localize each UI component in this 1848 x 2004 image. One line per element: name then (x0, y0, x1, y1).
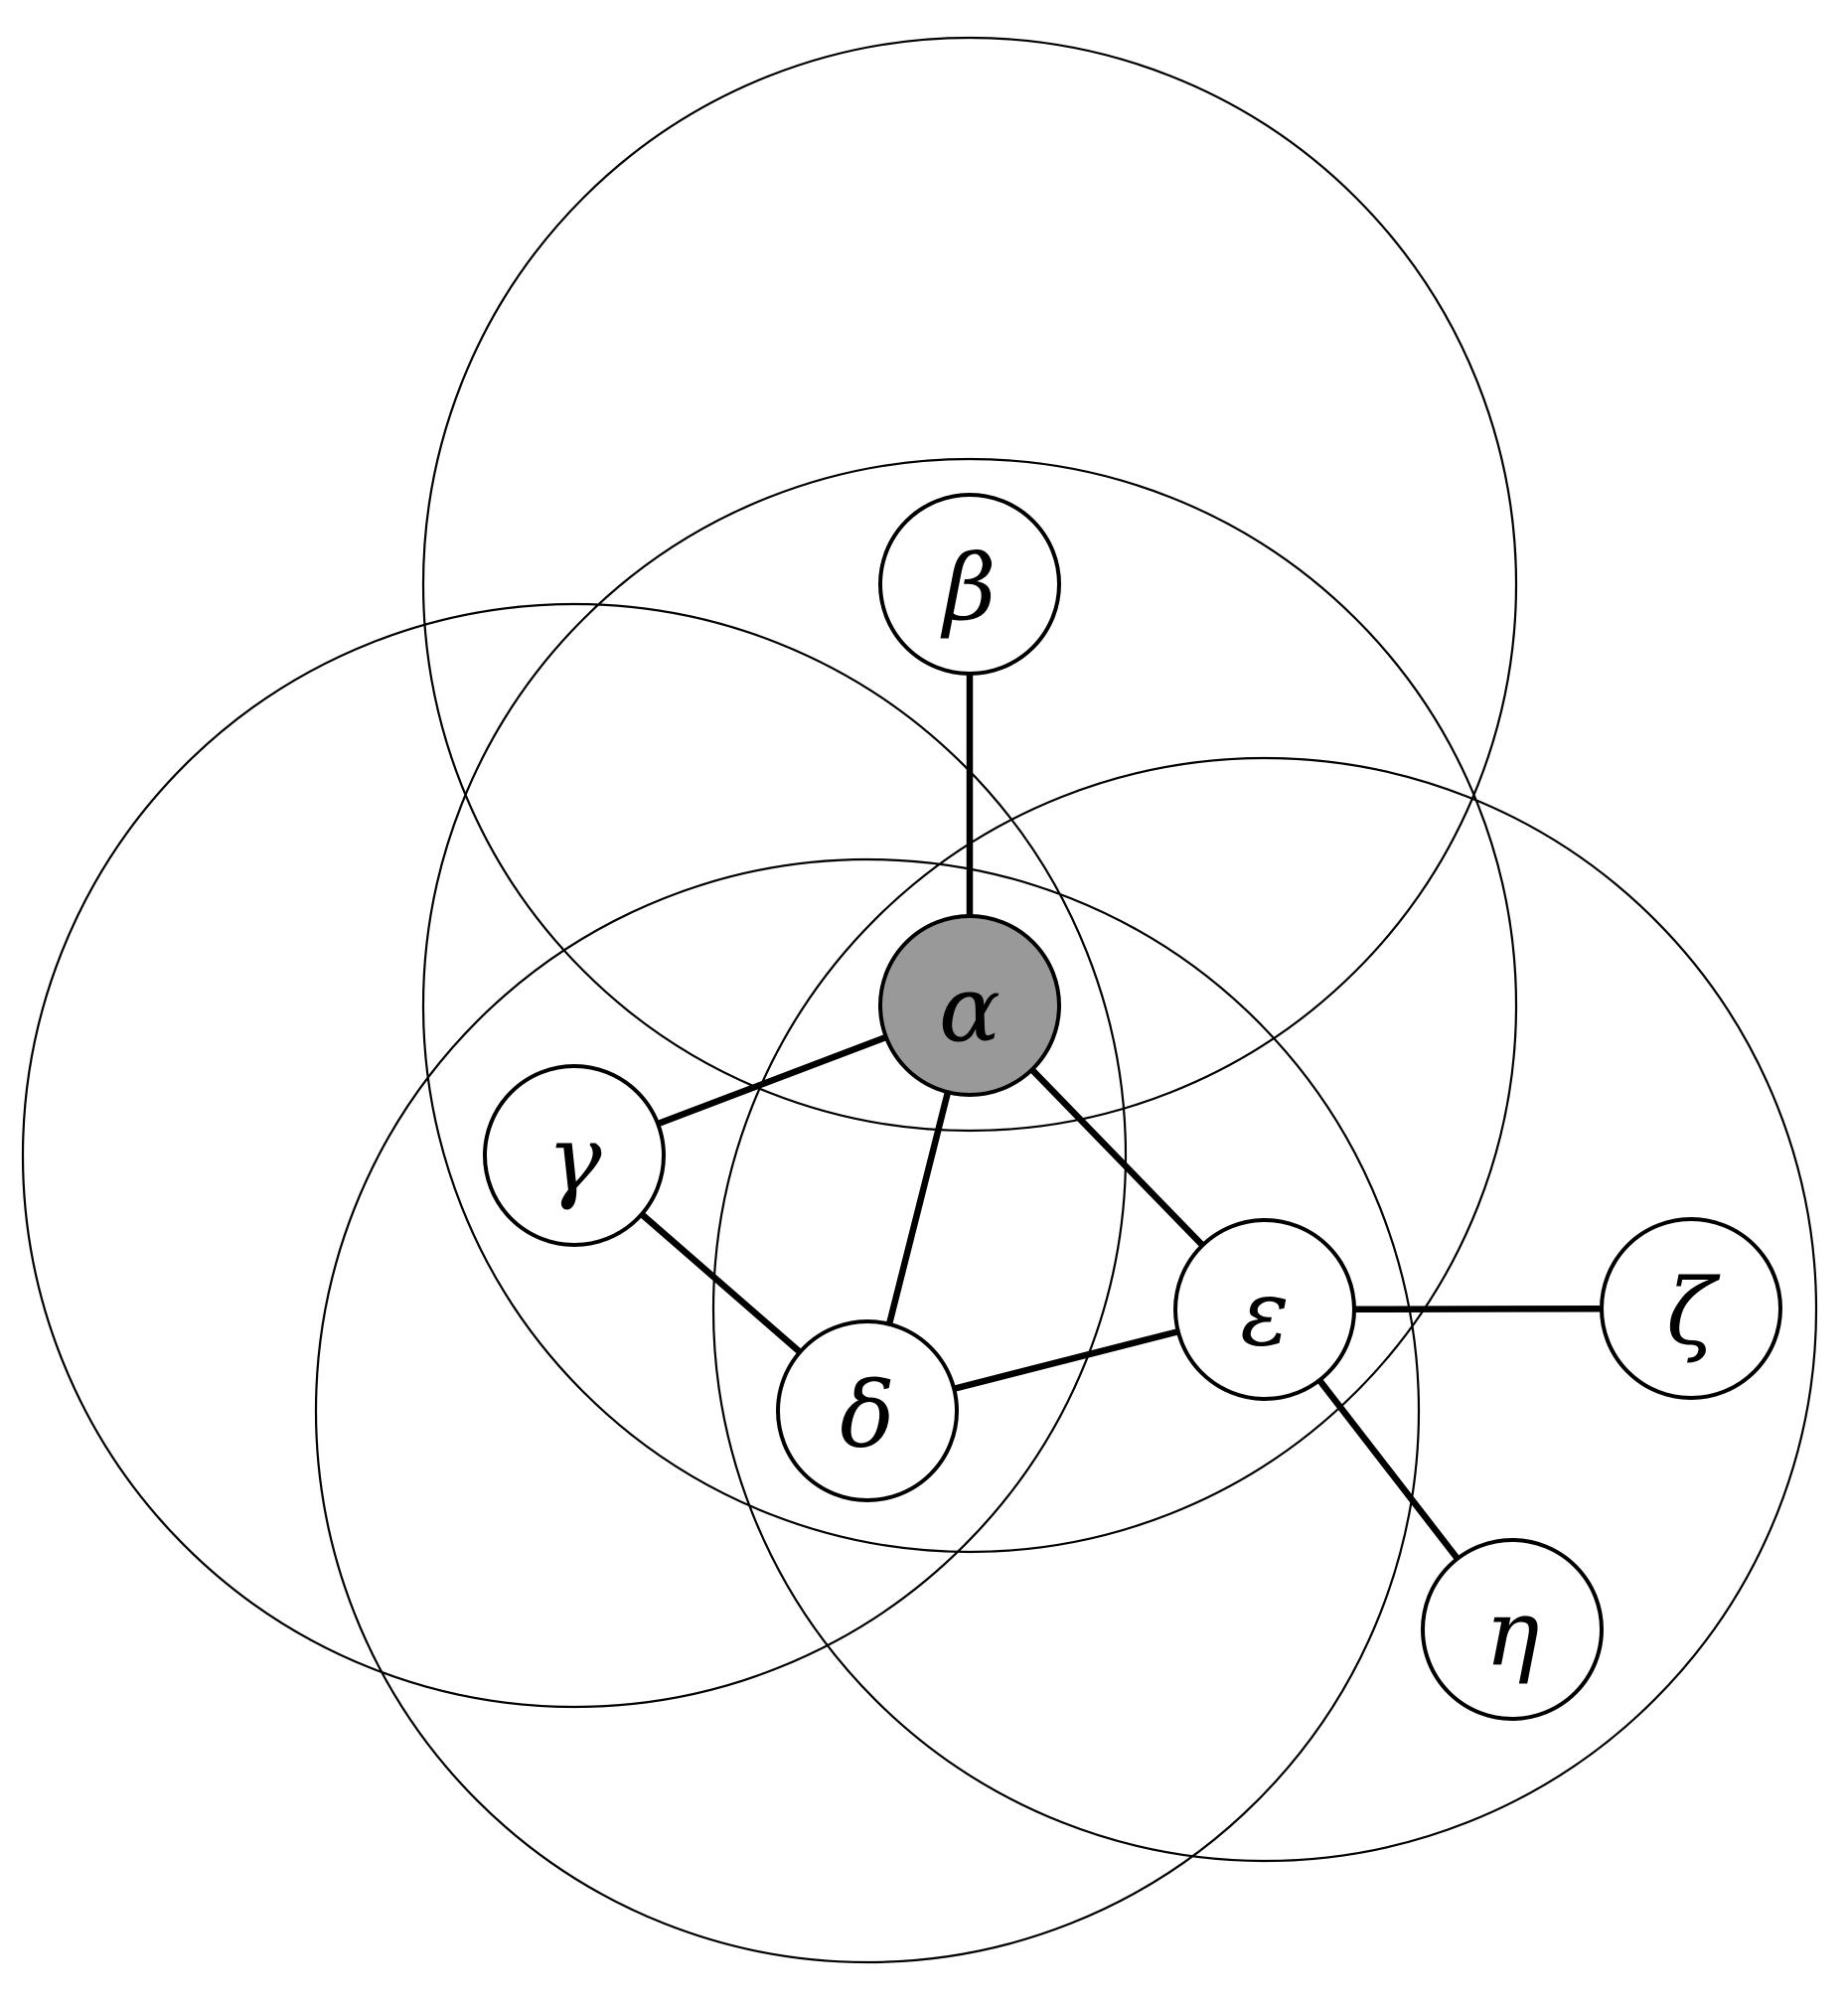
range-circle-delta (314, 857, 1421, 1964)
range-circle-alpha (421, 457, 1518, 1554)
range-circle-beta (421, 36, 1518, 1133)
node-label-eta: η (1484, 1581, 1539, 1687)
edge-alpha-gamma (656, 1033, 888, 1128)
edge-gamma-delta (639, 1211, 803, 1355)
node-alpha: α (878, 914, 1061, 1097)
node-label-zeta: ζ (1666, 1260, 1721, 1366)
node-label-beta: β (940, 536, 996, 642)
node-circle-gamma (483, 1064, 666, 1247)
node-epsilon: ε (1173, 1218, 1356, 1401)
node-eta: η (1421, 1538, 1604, 1721)
edges (639, 674, 1603, 1561)
node-delta: δ (776, 1319, 959, 1502)
range-circle-epsilon (711, 756, 1818, 1863)
node-label-epsilon: ε (1240, 1261, 1289, 1367)
edge-delta-epsilon (953, 1328, 1179, 1392)
edge-alpha-epsilon (1029, 1067, 1205, 1248)
nodes: α β γ δ ε ζ η (483, 493, 1782, 1721)
node-label-alpha: α (939, 957, 1001, 1063)
node-circle-epsilon (1173, 1218, 1356, 1401)
node-circle-alpha (878, 914, 1061, 1097)
node-beta: β (878, 493, 1061, 676)
range-circle-gamma (21, 602, 1128, 1709)
node-gamma: γ (483, 1064, 666, 1247)
node-circle-delta (776, 1319, 959, 1502)
node-zeta: ζ (1600, 1217, 1782, 1400)
node-circle-eta (1421, 1538, 1604, 1721)
node-label-gamma: γ (547, 1107, 603, 1213)
node-label-delta: δ (840, 1362, 894, 1468)
edge-epsilon-zeta (1353, 1305, 1603, 1313)
node-circle-zeta (1600, 1217, 1782, 1400)
edge-epsilon-eta (1316, 1378, 1461, 1561)
edge-alpha-delta (885, 1091, 952, 1325)
range-circles (21, 36, 1818, 1964)
node-circle-beta (878, 493, 1061, 676)
